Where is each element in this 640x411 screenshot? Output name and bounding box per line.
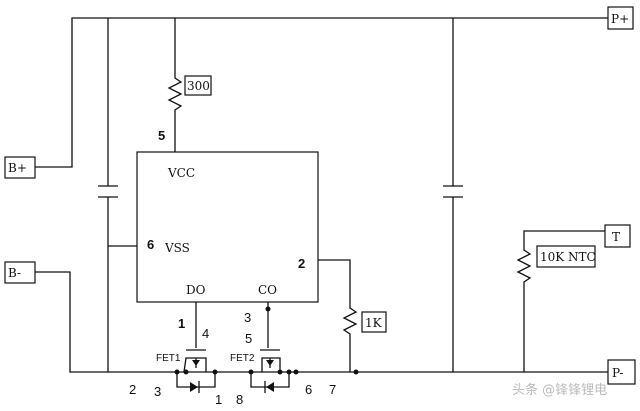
terminal-b-plus: B+ <box>8 161 27 175</box>
pin-number: 3 <box>154 384 161 399</box>
fet2-label: FET2 <box>230 353 255 364</box>
pin-number: 3 <box>244 310 251 325</box>
terminal-p-plus: P+ <box>611 12 629 26</box>
pin-number: 4 <box>202 326 209 341</box>
pin-number: 7 <box>329 382 336 397</box>
pin-number: 5 <box>245 331 252 346</box>
pin-number: 1 <box>215 392 222 407</box>
terminal-t: T <box>612 230 620 244</box>
terminal-p-minus: P- <box>612 366 623 380</box>
ic-vcc-label: VCC <box>167 166 195 180</box>
ic-vss-label: VSS <box>164 241 190 255</box>
terminal-b-minus: B- <box>8 266 21 280</box>
fet1-label: FET1 <box>156 353 181 364</box>
pin-number: 2 <box>298 256 305 271</box>
pin-number: 8 <box>236 392 243 407</box>
protection-ic <box>136 151 319 303</box>
ic-co-label: CO <box>258 283 277 297</box>
watermark: 头条 @锋锋锂电 <box>512 382 607 398</box>
pin-number: 2 <box>129 382 136 397</box>
resistor-1k-label: 1K <box>365 316 383 330</box>
pin-number: 6 <box>147 237 154 252</box>
resistor-300-label: 300 <box>187 79 210 93</box>
pin-number: 5 <box>158 128 165 143</box>
fet1-symbol <box>174 349 218 393</box>
pin-number: 6 <box>305 382 312 397</box>
wires <box>35 17 608 373</box>
fet2-symbol <box>248 306 299 393</box>
pin-number: 1 <box>178 316 185 331</box>
ic-do-label: DO <box>186 283 206 297</box>
ntc-label: 10K NTC <box>540 250 596 264</box>
